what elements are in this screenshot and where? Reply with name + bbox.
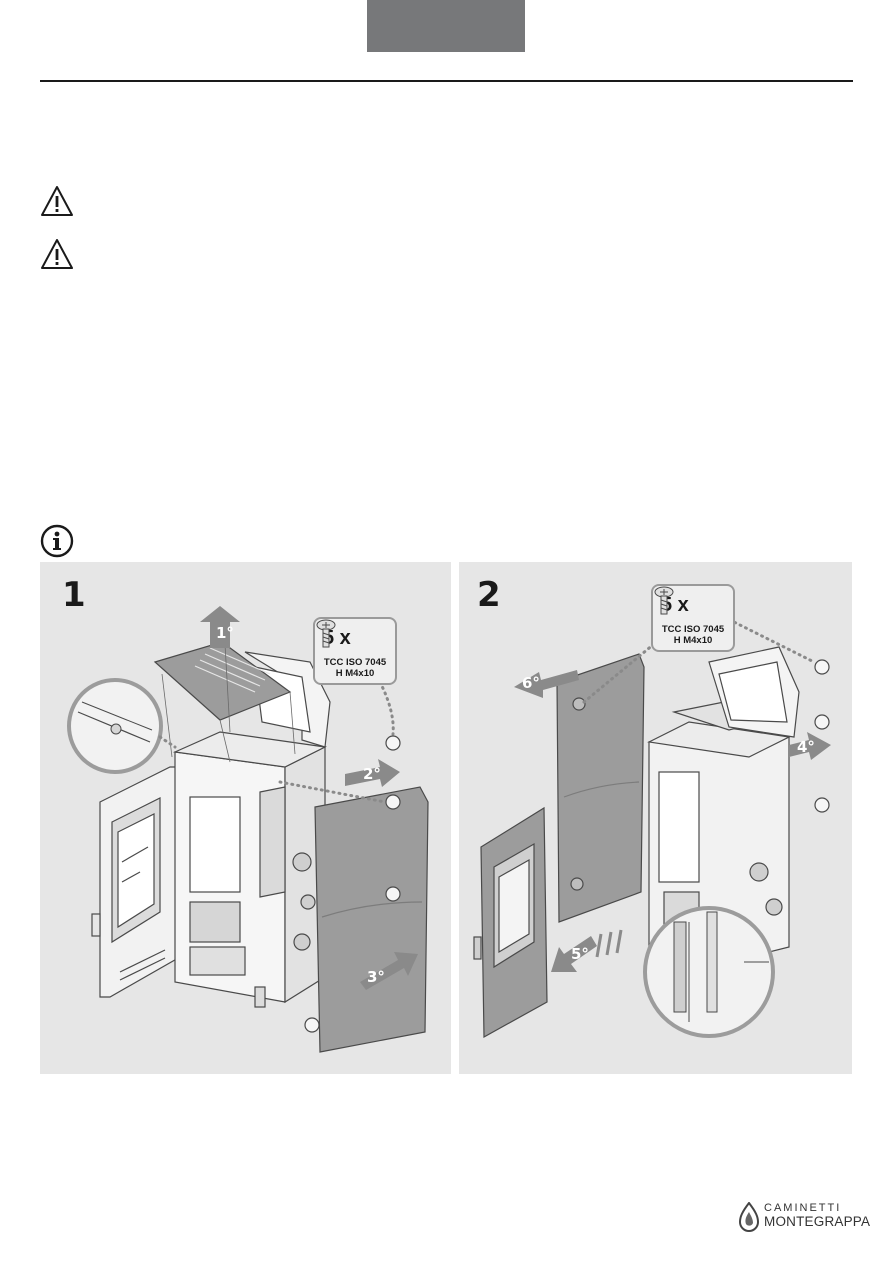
- screw-spec-box: 5 x TCC ISO 7045 H M4x10: [651, 584, 735, 652]
- step-number: 1: [62, 575, 86, 615]
- screw-callout: [304, 735, 401, 1033]
- screw-spec-text: TCC ISO 7045 H M4x10: [653, 624, 733, 646]
- arrow-6-left: [514, 670, 579, 698]
- info-icon: [40, 524, 74, 558]
- screw-spec-line-2: H M4x10: [673, 635, 713, 646]
- illustration-panel-step-1: 1 5 x TCC ISO 7045 H M4x10 1° 2° 3°: [40, 562, 451, 1074]
- screw-icon: [316, 619, 336, 648]
- stove-body: [172, 731, 327, 1008]
- side-panel: [314, 786, 429, 1053]
- arrow-label-2: 2°: [363, 765, 381, 783]
- side-panel: [556, 653, 645, 923]
- arrow-4-right: [789, 732, 831, 760]
- arrow-label-1: 1°: [216, 624, 234, 642]
- screw-quantity: 5 x: [323, 627, 351, 649]
- illustration-panel-step-2: 2 5 x TCC ISO 7045 H M4x10 6° 4° 5°: [459, 562, 852, 1074]
- stove-diagram-step-2: [473, 615, 831, 1039]
- warning-icon: [41, 186, 73, 216]
- arrow-label-5: 5°: [571, 945, 589, 963]
- screw-callout: [814, 659, 830, 813]
- screw-spec-box: 5 x TCC ISO 7045 H M4x10: [313, 617, 397, 685]
- arrow-2-right: [345, 759, 400, 787]
- zoom-detail: [643, 906, 775, 1038]
- step-number: 2: [477, 575, 501, 615]
- stove-diagram-step-1: [67, 606, 429, 1053]
- screw-spec-text: TCC ISO 7045 H M4x10: [315, 657, 395, 679]
- flame-drop-icon: [738, 1202, 760, 1232]
- logo-line-2: MONTEGRAPPA: [764, 1214, 871, 1229]
- screw-spec-line-2: H M4x10: [335, 668, 375, 679]
- arrow-label-4: 4°: [797, 738, 815, 756]
- header-tab: [367, 0, 525, 52]
- arrow-label-6: 6°: [522, 674, 540, 692]
- warning-icon: [41, 239, 73, 269]
- front-door: [91, 766, 181, 998]
- arrow-5-out: [551, 936, 597, 972]
- arrow-label-3: 3°: [367, 968, 385, 986]
- zoom-detail: [67, 678, 177, 774]
- front-door: [473, 806, 548, 1039]
- arrow-3-out: [360, 952, 418, 990]
- arrow-1-up: [200, 606, 240, 648]
- brand-logo: CAMINETTI MONTEGRAPPA: [738, 1200, 870, 1236]
- screw-quantity: 5 x: [661, 594, 689, 616]
- header-rule: [40, 80, 853, 82]
- logo-line-1: CAMINETTI: [764, 1202, 842, 1214]
- screw-spec-line-1: TCC ISO 7045: [323, 657, 387, 668]
- screw-spec-line-1: TCC ISO 7045: [661, 624, 725, 635]
- screw-icon: [654, 586, 674, 615]
